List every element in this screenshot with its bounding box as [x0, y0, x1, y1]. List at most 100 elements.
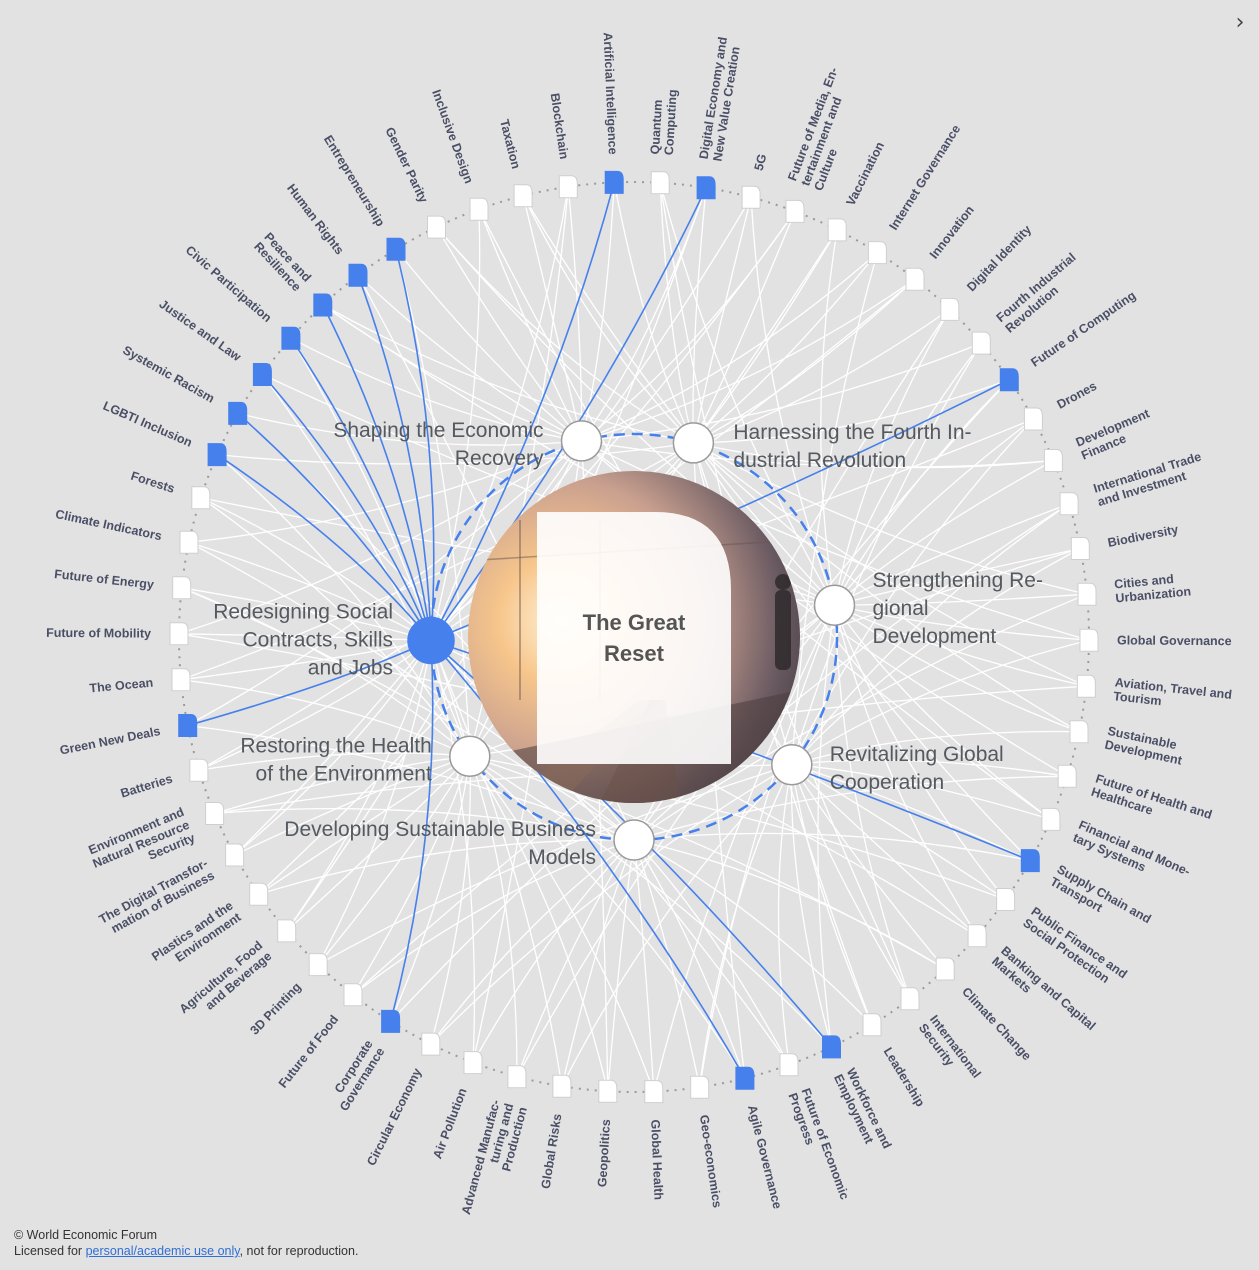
topic-entrepreneurship[interactable]: [386, 237, 406, 261]
license-link[interactable]: personal/academic use only: [85, 1244, 240, 1258]
topic-label[interactable]: DevelopmentFinance: [1074, 406, 1158, 463]
topic-air-pollution[interactable]: [463, 1051, 483, 1075]
topic-node[interactable]: [281, 326, 301, 350]
topic-node[interactable]: [343, 983, 363, 1007]
topic-node[interactable]: [696, 176, 716, 200]
topic-biodiversity[interactable]: [1070, 537, 1090, 560]
topic-node[interactable]: [650, 171, 670, 195]
topic-label[interactable]: Leadership: [881, 1045, 928, 1109]
topic-label[interactable]: 3D Printing: [247, 980, 303, 1038]
topic-node[interactable]: [905, 267, 925, 291]
topic-geo-economics[interactable]: [690, 1075, 710, 1099]
topic-node[interactable]: [249, 882, 269, 906]
topic-node[interactable]: [690, 1075, 710, 1099]
topic-digital-identity[interactable]: [940, 297, 960, 321]
topic-node[interactable]: [971, 331, 991, 355]
topic-node[interactable]: [1076, 674, 1096, 698]
topic-the-ocean[interactable]: [171, 668, 191, 692]
topic-node[interactable]: [999, 368, 1019, 392]
topic-label[interactable]: Biodiversity: [1106, 522, 1179, 550]
key-issue-node-shaping-the-economic-recovery[interactable]: [560, 420, 603, 462]
topic-label[interactable]: Vaccination: [844, 140, 888, 208]
topic-node[interactable]: [207, 443, 227, 467]
topic-drones[interactable]: [1023, 407, 1043, 431]
topic-label[interactable]: International Tradeand Investment: [1092, 450, 1207, 509]
topic-label[interactable]: SustainableDevelopment: [1103, 724, 1186, 768]
topic-node[interactable]: [940, 297, 960, 321]
topic-systemic-racism[interactable]: [228, 401, 248, 425]
topic-label[interactable]: Air Pollution: [430, 1086, 469, 1160]
topic-label[interactable]: Human Rights: [284, 181, 347, 257]
topic-supply-chain-and-transport[interactable]: [1020, 849, 1040, 873]
topic-node[interactable]: [169, 622, 189, 646]
key-issue-node-redesigning-social-contracts-skills-and-jobs[interactable]: [407, 616, 455, 665]
topic-innovation[interactable]: [905, 267, 925, 291]
topic-label[interactable]: Future of Energy: [54, 567, 155, 592]
topic-label[interactable]: Aviation, Travel andTourism: [1113, 675, 1233, 716]
topic-label[interactable]: Innovation: [927, 203, 977, 261]
topic-climate-indicators[interactable]: [179, 530, 199, 554]
topic-node[interactable]: [900, 987, 920, 1011]
topic-label[interactable]: Circular Economy: [364, 1066, 424, 1168]
topic-future-of-media-en-tertainment-and-culture[interactable]: [785, 199, 805, 223]
topic-node[interactable]: [1041, 807, 1061, 831]
topic-digital-economy-and-new-value-creation[interactable]: [696, 176, 716, 200]
topic-node[interactable]: [552, 1074, 572, 1098]
topic-node[interactable]: [862, 1013, 882, 1037]
topic-node[interactable]: [178, 714, 198, 737]
topic-label[interactable]: Global Health: [648, 1119, 666, 1200]
topic-node[interactable]: [1059, 492, 1079, 516]
key-issue-node-developing-sustainable-business-models[interactable]: [613, 819, 655, 861]
topic-label[interactable]: Internet Governance: [886, 122, 963, 232]
topic-label[interactable]: Future of Health andHealthcare: [1090, 771, 1214, 835]
topic-node[interactable]: [191, 486, 211, 510]
topic-node[interactable]: [313, 293, 333, 317]
topic-node[interactable]: [386, 237, 406, 261]
topic-future-of-health-and-healthcare[interactable]: [1057, 764, 1077, 788]
topic-future-of-economic-progress[interactable]: [779, 1053, 799, 1077]
topic-sustainable-development[interactable]: [1069, 720, 1089, 744]
topic-node[interactable]: [827, 218, 847, 242]
topic-global-risks[interactable]: [552, 1074, 572, 1098]
topic-batteries[interactable]: [189, 758, 209, 782]
topic-node[interactable]: [735, 1066, 755, 1090]
key-issue-node-restoring-the-health-of-the-environment[interactable]: [449, 735, 491, 778]
topic-node[interactable]: [308, 953, 328, 977]
topic-label[interactable]: Cities andUrbanization: [1114, 570, 1192, 605]
topic-node[interactable]: [507, 1065, 527, 1089]
topic-label[interactable]: Entrepreneurship: [321, 133, 388, 229]
topic-5g[interactable]: [741, 185, 761, 209]
topic-label[interactable]: CorporateGovernance: [325, 1038, 388, 1114]
topic-node[interactable]: [469, 197, 489, 221]
topic-node[interactable]: [741, 185, 761, 209]
topic-label[interactable]: Justice and Law: [157, 297, 244, 364]
topic-global-governance[interactable]: [1079, 628, 1099, 652]
topic-label[interactable]: Geopolitics: [595, 1119, 613, 1188]
topic-node[interactable]: [935, 957, 955, 981]
topic-node[interactable]: [1070, 537, 1090, 560]
topic-node[interactable]: [513, 184, 533, 208]
topic-node[interactable]: [225, 843, 245, 867]
topic-label[interactable]: QuantumComputing: [648, 88, 680, 156]
topic-node[interactable]: [179, 530, 199, 554]
topic-label[interactable]: Blockchain: [548, 92, 571, 160]
topic-label[interactable]: Climate Change: [959, 985, 1034, 1064]
topic-geopolitics[interactable]: [598, 1079, 618, 1103]
topic-public-finance-and-social-protection[interactable]: [996, 888, 1016, 911]
topic-future-of-mobility[interactable]: [169, 622, 189, 646]
topic-banking-and-capital-markets[interactable]: [967, 924, 987, 948]
topic-node[interactable]: [1077, 582, 1097, 606]
topic-taxation[interactable]: [513, 184, 533, 208]
topic-node[interactable]: [348, 263, 368, 287]
topic-node[interactable]: [644, 1080, 664, 1104]
topic-justice-and-law[interactable]: [252, 363, 272, 386]
topic-development-finance[interactable]: [1043, 449, 1063, 472]
topic-inclusive-design[interactable]: [469, 197, 489, 221]
key-issue-label-harnessing-the-fourth-in-dustrial-revolution[interactable]: Harnessing the Fourth In-dustrial Revolu…: [733, 421, 971, 472]
topic-label[interactable]: InternationalSecurity: [916, 1013, 984, 1090]
